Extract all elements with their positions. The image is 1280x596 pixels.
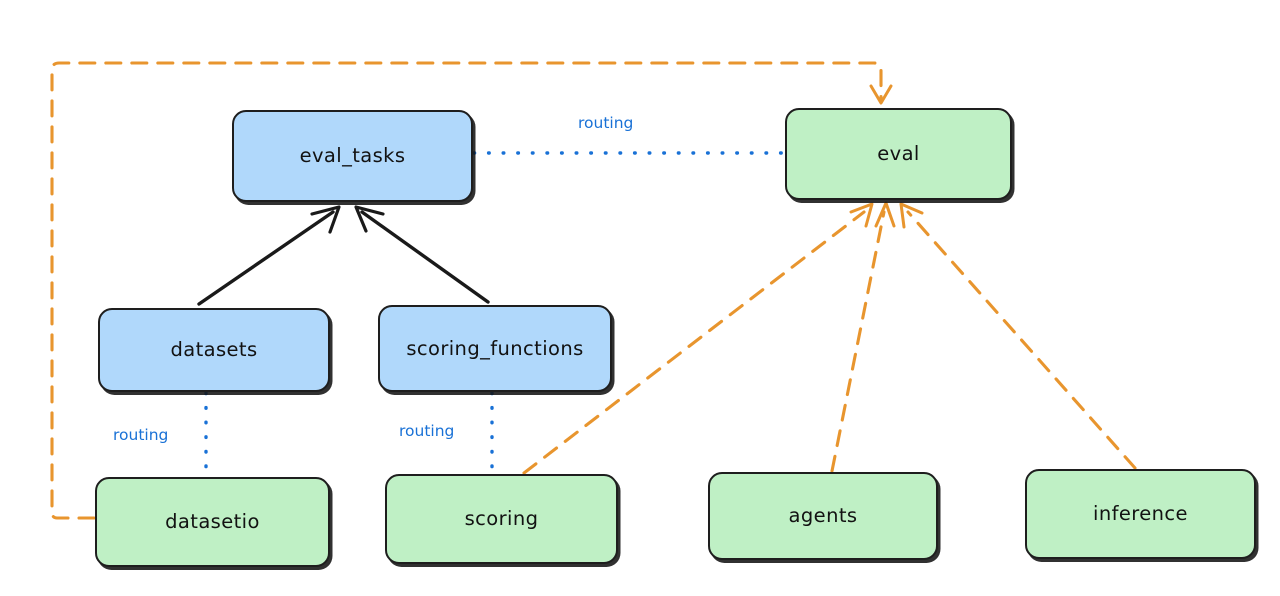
node-scoring-functions[interactable]: scoring_functions [378, 305, 612, 392]
node-eval-tasks-label: eval_tasks [299, 144, 406, 168]
edge-inference-to-eval [906, 210, 1137, 470]
edge-scoring-to-eval [522, 210, 866, 475]
edge-agents-to-eval [830, 210, 886, 473]
edge-scoring-functions-to-eval-tasks [360, 210, 490, 304]
node-scoring-functions-label: scoring_functions [406, 336, 584, 360]
edge-scoring-functions-to-eval-tasks-arrowhead [354, 205, 385, 233]
node-agents-label: agents [788, 504, 858, 528]
edge-label-routing-eval: routing [578, 114, 634, 132]
edge-datasetio-to-eval [50, 61, 883, 520]
node-inference[interactable]: inference [1025, 469, 1256, 559]
node-datasetio[interactable]: datasetio [95, 477, 330, 567]
edge-label-routing-datasets: routing [113, 426, 169, 444]
node-eval-label: eval [877, 142, 920, 166]
node-datasetio-label: datasetio [165, 510, 260, 534]
node-eval-tasks[interactable]: eval_tasks [232, 110, 473, 202]
node-inference-label: inference [1093, 502, 1188, 526]
node-datasets[interactable]: datasets [98, 308, 330, 392]
node-scoring[interactable]: scoring [385, 474, 618, 564]
edge-inference-to-eval-arrowhead [899, 202, 924, 229]
node-agents[interactable]: agents [708, 472, 938, 560]
edge-datasets-to-eval-tasks [197, 210, 335, 306]
node-eval[interactable]: eval [785, 108, 1012, 200]
node-datasets-label: datasets [170, 338, 258, 362]
node-scoring-label: scoring [464, 507, 539, 531]
edge-datasetio-to-eval-arrowhead [869, 84, 893, 105]
edge-label-routing-scoring: routing [399, 422, 455, 440]
edge-datasets-to-eval-tasks-arrowhead [310, 205, 341, 234]
edge-scoring-to-eval-arrowhead [849, 202, 874, 228]
edge-agents-to-eval-arrowhead [874, 201, 896, 228]
